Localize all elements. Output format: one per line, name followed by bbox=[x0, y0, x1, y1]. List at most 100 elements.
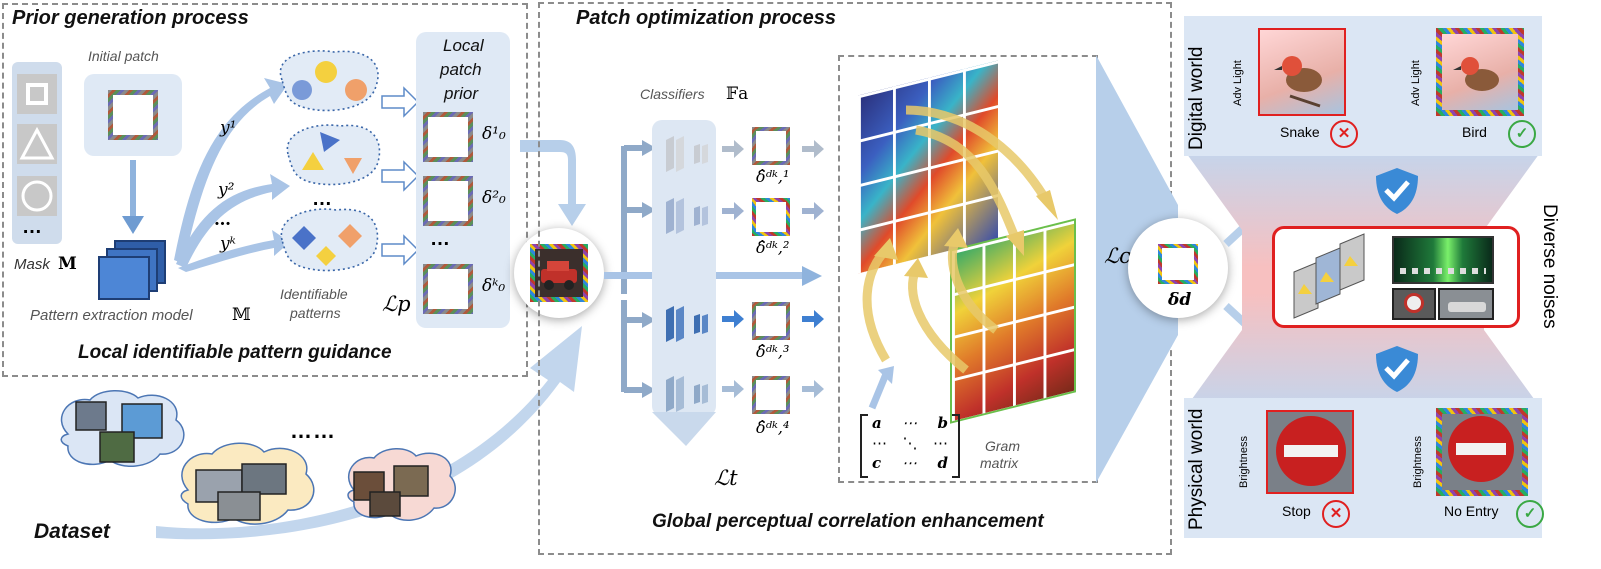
check-icon-1: ✓ bbox=[1508, 120, 1536, 148]
loss-lc: ℒc bbox=[1104, 244, 1131, 268]
m-b: b bbox=[937, 414, 948, 432]
bird-image-patched bbox=[1436, 28, 1524, 116]
dataset-dots: …… bbox=[290, 418, 336, 443]
classifiers-panel bbox=[652, 120, 716, 416]
patch-optimization-title: Patch optimization process bbox=[576, 7, 837, 29]
mask-circle bbox=[17, 176, 57, 216]
delta-k: δᵏ₀ bbox=[482, 276, 506, 296]
check-icon-2: ✓ bbox=[1516, 500, 1544, 528]
prior-generation-title: Prior generation process bbox=[12, 7, 249, 29]
delta-2: δ²₀ bbox=[482, 188, 506, 208]
physical-world-label: Physical world bbox=[1186, 408, 1207, 530]
identifiable-patterns-label-2: patterns bbox=[290, 305, 341, 321]
dataset-cloud-3 bbox=[347, 448, 456, 521]
mask-triangle bbox=[17, 124, 57, 164]
delta-d-patch bbox=[1158, 244, 1198, 284]
gram-label-1: Gram bbox=[985, 438, 1020, 454]
m-cdots3: ⋯ bbox=[933, 434, 948, 452]
no-entry-sign-image bbox=[1436, 408, 1528, 496]
noise-sign-image bbox=[1392, 288, 1436, 320]
initial-patch-label: Initial patch bbox=[88, 48, 159, 64]
noise-planes-icon bbox=[1293, 233, 1365, 319]
classifiers-funnel bbox=[652, 412, 716, 446]
dhat-3: δ̂ᵈᵏ,³ bbox=[756, 342, 790, 361]
stop-label: Stop bbox=[1282, 503, 1311, 519]
pattern-extraction-model-icon bbox=[98, 240, 168, 300]
shield-icon-bottom bbox=[1376, 346, 1418, 392]
diverse-noises-label: Diverse noises bbox=[1539, 204, 1560, 329]
m-a: a bbox=[872, 414, 882, 432]
dhat-1: δ̂ᵈᵏ,¹ bbox=[756, 167, 790, 186]
local-prior-label-2: patch bbox=[440, 60, 482, 79]
opt-patch-4 bbox=[752, 376, 790, 414]
correlation-arrows bbox=[862, 105, 1058, 374]
delta-1: δ¹₀ bbox=[482, 124, 506, 144]
loss-lt: ℒt bbox=[714, 466, 738, 490]
noise-car-image bbox=[1438, 288, 1494, 320]
m-cdots4: ⋯ bbox=[901, 454, 917, 472]
dataset-cloud-2 bbox=[180, 442, 315, 525]
digital-world-label: Digital world bbox=[1186, 46, 1207, 150]
bird-image-adv bbox=[1258, 28, 1346, 116]
dataset-big-arrow bbox=[156, 326, 582, 540]
label-y1: y¹ bbox=[220, 118, 237, 138]
pattern-blob-3 bbox=[280, 208, 379, 272]
classifier-icon-4 bbox=[660, 370, 710, 414]
local-pattern-guidance-title: Local identifiable pattern guidance bbox=[78, 342, 392, 363]
delta-d-label: δd bbox=[1168, 290, 1192, 310]
opt-patch-3 bbox=[752, 302, 790, 340]
dataset-cloud-1 bbox=[60, 390, 185, 467]
gram-matrix: a ⋯ b ⋯ ⋱ ⋯ c ⋯ d bbox=[860, 414, 960, 478]
local-prior-label-1: Local bbox=[443, 36, 484, 55]
adv-light-label-1: Adv Light bbox=[1232, 60, 1244, 106]
prior-patch-2 bbox=[423, 176, 473, 226]
gram-label-2: matrix bbox=[980, 455, 1019, 471]
m-c: c bbox=[872, 454, 882, 472]
m-ddots: ⋱ bbox=[902, 434, 918, 452]
model-symbol: 𝕄 bbox=[232, 305, 251, 325]
no-entry-label: No Entry bbox=[1444, 503, 1499, 519]
prior-generation-box bbox=[2, 3, 528, 377]
local-prior-label-3: prior bbox=[444, 84, 479, 103]
label-yk: yᵏ bbox=[220, 234, 236, 254]
pattern-blob-2 bbox=[286, 124, 381, 186]
loss-lp: ℒp bbox=[382, 292, 411, 316]
down-arrow bbox=[122, 160, 144, 234]
noise-laser-image bbox=[1392, 236, 1494, 284]
hollow-arrows bbox=[381, 86, 420, 266]
mask-dots: … bbox=[22, 216, 42, 238]
m-d: d bbox=[937, 454, 948, 472]
prior-patch-1 bbox=[423, 112, 473, 162]
shield-icon-top bbox=[1376, 168, 1418, 214]
classifier-output-arrows bbox=[722, 140, 824, 398]
m-cdots1: ⋯ bbox=[902, 414, 918, 432]
brightness-label-2: Brightness bbox=[1412, 436, 1424, 488]
label-y2: y² bbox=[218, 180, 235, 200]
dataset-label: Dataset bbox=[34, 520, 110, 543]
bird-label: Bird bbox=[1462, 124, 1487, 140]
dhat-2: δ̂ᵈᵏ,² bbox=[756, 238, 790, 257]
identifiable-patterns-label-1: Identifiable bbox=[280, 286, 348, 302]
pattern-dots: … bbox=[312, 188, 332, 210]
opt-patch-1 bbox=[752, 127, 790, 165]
classifier-branch-arrows bbox=[621, 140, 656, 294]
cross-icon-2: ✕ bbox=[1322, 500, 1350, 528]
mask-label: Mask bbox=[14, 256, 50, 273]
classifier-symbol: 𝔽a bbox=[726, 84, 749, 104]
prior-to-input-arrow bbox=[520, 140, 586, 226]
label-ydots: … bbox=[214, 210, 231, 230]
cross-icon-1: ✕ bbox=[1330, 120, 1358, 148]
fan-arrows bbox=[174, 78, 290, 272]
classifier-icon-1 bbox=[660, 130, 710, 174]
pattern-blob-1 bbox=[279, 50, 379, 112]
classifiers-label: Classifiers bbox=[640, 86, 705, 102]
m-cdots2: ⋯ bbox=[872, 434, 887, 452]
model-label: Pattern extraction model bbox=[30, 307, 193, 324]
mask-square bbox=[17, 74, 57, 114]
brightness-label-1: Brightness bbox=[1238, 436, 1250, 488]
mask-symbol: M bbox=[58, 254, 77, 274]
gram-arrow bbox=[868, 366, 894, 410]
global-correlation-title: Global perceptual correlation enhancemen… bbox=[652, 511, 1044, 532]
snake-label: Snake bbox=[1280, 124, 1320, 140]
opt-patch-2 bbox=[752, 198, 790, 236]
